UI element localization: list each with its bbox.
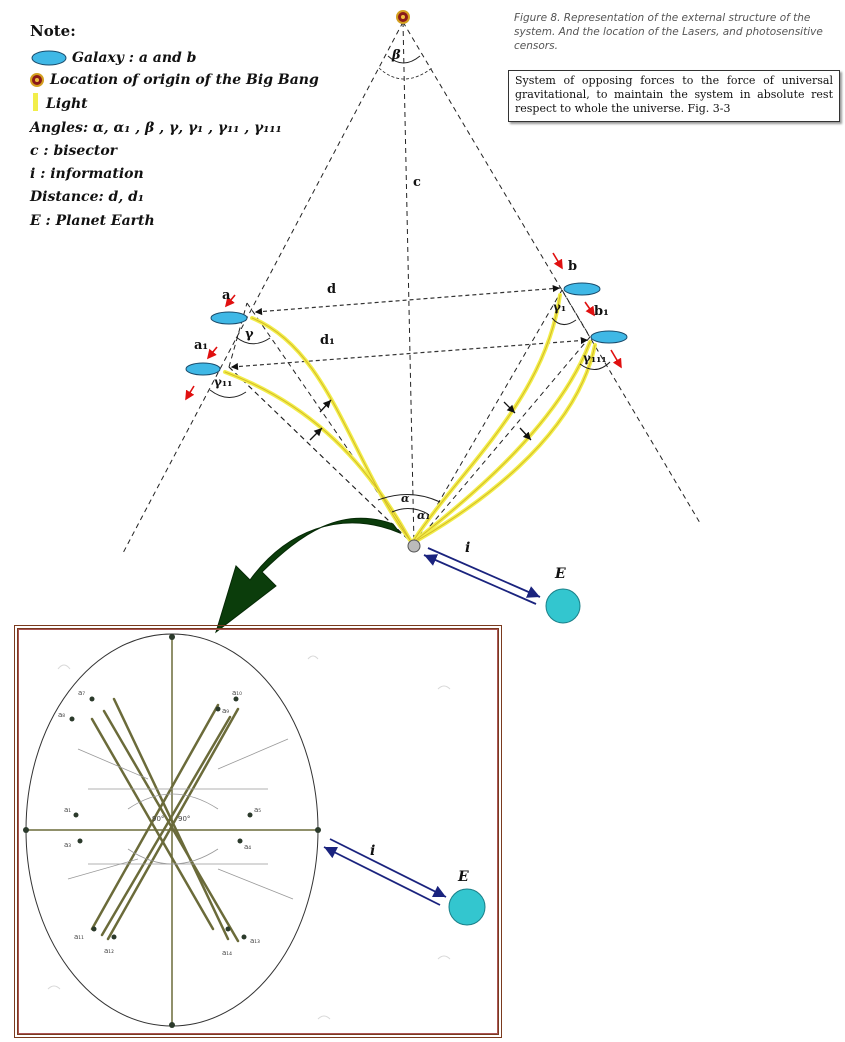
inset-label-a13: a₁₃ <box>250 937 260 945</box>
inset-label-a14: a₁₄ <box>222 949 232 957</box>
label-d1: d₁ <box>320 333 335 348</box>
legend-origin-label: Location of origin of the Big Bang <box>50 72 319 88</box>
inset-angle-right: 90° <box>178 815 191 823</box>
galaxy-b <box>563 282 601 296</box>
legend-bisector-label: c : bisector <box>30 143 118 159</box>
gamma1-arc <box>551 317 577 325</box>
info-arrow-inset-1 <box>329 838 447 898</box>
red-force-arrows <box>185 252 622 401</box>
earth-top <box>545 588 581 624</box>
galaxy-b1 <box>590 330 628 344</box>
distance-d-arrow <box>254 284 561 316</box>
inset-label-a9: a₉ <box>222 707 230 715</box>
inset-label-a5: a₅ <box>254 806 262 814</box>
earth-inset <box>448 888 486 926</box>
label-d: d <box>327 282 337 297</box>
inset-label-a4: a₄ <box>244 843 252 851</box>
gamma111-arc <box>579 361 611 370</box>
inset-x-lines <box>90 697 240 943</box>
note-box-text: System of opposing forces to the force o… <box>515 74 833 115</box>
label-b1: b₁ <box>594 304 609 319</box>
galaxy-a1 <box>185 362 221 376</box>
label-gamma11: γ₁₁ <box>214 375 233 389</box>
label-b: b <box>568 259 578 274</box>
inset-label-a12: a₁₂ <box>104 947 114 955</box>
beta-arc <box>387 55 421 64</box>
legend-galaxy-label: Galaxy : a and b <box>72 50 197 66</box>
inset-frame: i E a₇ a₈ a₁₀ a₉ a₁ a₃ a₅ a₄ a₁₁ a₁₂ a₁₃… <box>14 625 502 1038</box>
label-c: c <box>413 175 421 190</box>
inset-angle-left: 90° <box>152 815 165 823</box>
label-a1: a₁ <box>194 338 209 353</box>
legend-information-label: i : information <box>30 166 144 182</box>
label-gamma: γ <box>245 327 254 342</box>
beam-direction-arrows <box>309 399 532 441</box>
legend-title: Note: <box>30 22 76 40</box>
galaxy-a <box>210 311 248 325</box>
alpha-arc <box>377 493 441 503</box>
legend-earth-label: E : Planet Earth <box>30 213 155 229</box>
label-alpha1: α₁ <box>417 509 431 522</box>
gamma11-arc <box>209 389 247 398</box>
gamma-arc <box>235 336 271 345</box>
info-arrow-top-2 <box>423 554 537 605</box>
info-arrow-inset-2 <box>323 846 441 906</box>
inset-label-a1: a₁ <box>64 806 72 814</box>
label-gamma1: γ₁ <box>553 300 567 314</box>
alpha1-arc <box>391 508 429 515</box>
inset-label-a3: a₃ <box>64 841 72 849</box>
info-arrow-top-1 <box>427 547 541 598</box>
inset-label-a11: a₁₁ <box>74 933 84 941</box>
label-alpha: α <box>401 492 410 505</box>
distance-d1-arrow <box>230 336 589 371</box>
legend-light-label: Light <box>46 96 88 112</box>
label-beta: β <box>392 48 401 63</box>
big-green-arrow <box>215 517 402 634</box>
label-E-top: E <box>555 566 566 582</box>
inset-label-a7: a₇ <box>78 689 86 697</box>
inset-label-E: E <box>458 869 469 885</box>
label-a: a <box>222 288 231 303</box>
label-i-top: i <box>465 540 471 556</box>
observer-point <box>407 539 421 553</box>
legend-angles-label: Angles: α, α₁ , β , γ, γ₁ , γ₁₁ , γ₁₁₁ <box>30 120 282 136</box>
inset-canvas <box>23 633 486 1028</box>
inset-label-a10: a₁₀ <box>232 689 242 697</box>
note-box: System of opposing forces to the force o… <box>508 70 840 122</box>
figure-caption: Figure 8. Representation of the external… <box>514 12 823 52</box>
label-gamma111: γ₁₁₁ <box>583 351 607 365</box>
inset-label-a8: a₈ <box>58 711 66 719</box>
legend-distance-label: Distance: d, d₁ <box>30 189 144 205</box>
inset-label-i: i <box>370 843 376 859</box>
